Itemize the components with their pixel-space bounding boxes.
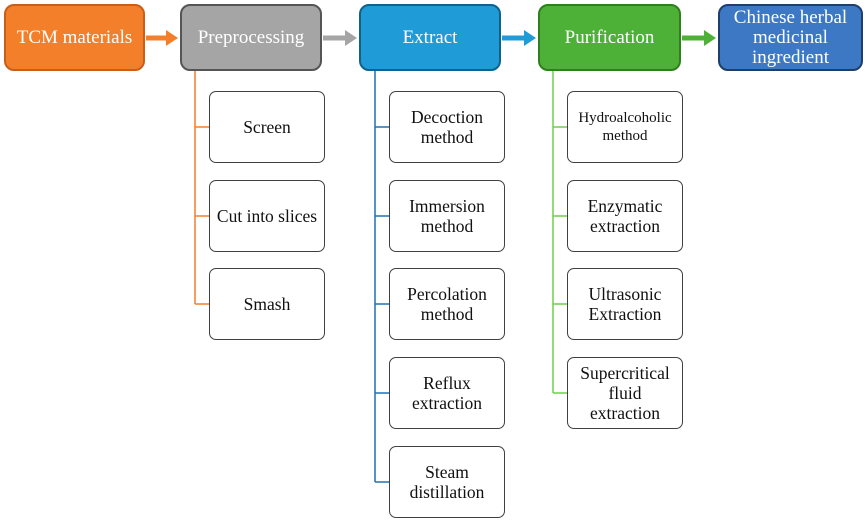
step-label: Cut into slices [216, 206, 318, 226]
preprocessing-step-screen: Screen [209, 91, 325, 163]
preprocessing-step-cut-into-slices: Cut into slices [209, 180, 325, 252]
stage-tcm-materials: TCM materials [4, 4, 145, 71]
stage-chinese-herbal-ingredient: Chinese herbal medicinal ingredient [718, 4, 863, 71]
extract-method-percolation: Percolation method [389, 268, 505, 340]
arrow-tcm-to-pre [146, 30, 178, 46]
purification-method-hydroalcoholic: Hydroalcoholic method [567, 91, 683, 163]
purification-method-supercritical-fluid: Supercritical fluid extraction [567, 357, 683, 429]
arrow-ext-to-pur [502, 30, 536, 46]
extract-method-immersion: Immersion method [389, 180, 505, 252]
preprocessing-tree-lines [194, 71, 209, 305]
stage-extract: Extract [359, 4, 501, 71]
purification-tree-lines [552, 71, 567, 394]
method-label: Hydroalcoholic method [578, 110, 672, 144]
extract-method-decoction: Decoction method [389, 91, 505, 163]
extract-tree-lines [374, 71, 389, 483]
method-label: Supercritical fluid extraction [580, 363, 670, 423]
stage-label: Extract [402, 26, 458, 48]
step-label: Screen [243, 117, 291, 137]
method-label: Steam distillation [409, 462, 485, 502]
step-label: Smash [243, 294, 291, 314]
method-label: Immersion method [409, 196, 485, 236]
arrow-pre-to-ext [323, 30, 357, 46]
arrow-pur-to-chm [682, 30, 716, 46]
method-label: Ultrasonic Extraction [588, 284, 662, 324]
stage-label: Preprocessing [197, 26, 305, 48]
stage-preprocessing: Preprocessing [180, 4, 322, 71]
method-label: Enzymatic extraction [587, 196, 663, 236]
method-label: Percolation method [407, 284, 487, 324]
purification-method-enzymatic: Enzymatic extraction [567, 180, 683, 252]
stage-label: Chinese herbal medicinal ingredient [733, 6, 848, 68]
purification-method-ultrasonic: Ultrasonic Extraction [567, 268, 683, 340]
stage-purification: Purification [538, 4, 681, 71]
stage-label: Purification [564, 26, 655, 48]
method-label: Reflux extraction [412, 373, 482, 413]
preprocessing-step-smash: Smash [209, 268, 325, 340]
extract-method-steam-distillation: Steam distillation [389, 446, 505, 518]
method-label: Decoction method [411, 107, 483, 147]
extract-method-reflux: Reflux extraction [389, 357, 505, 429]
stage-label: TCM materials [16, 26, 133, 48]
